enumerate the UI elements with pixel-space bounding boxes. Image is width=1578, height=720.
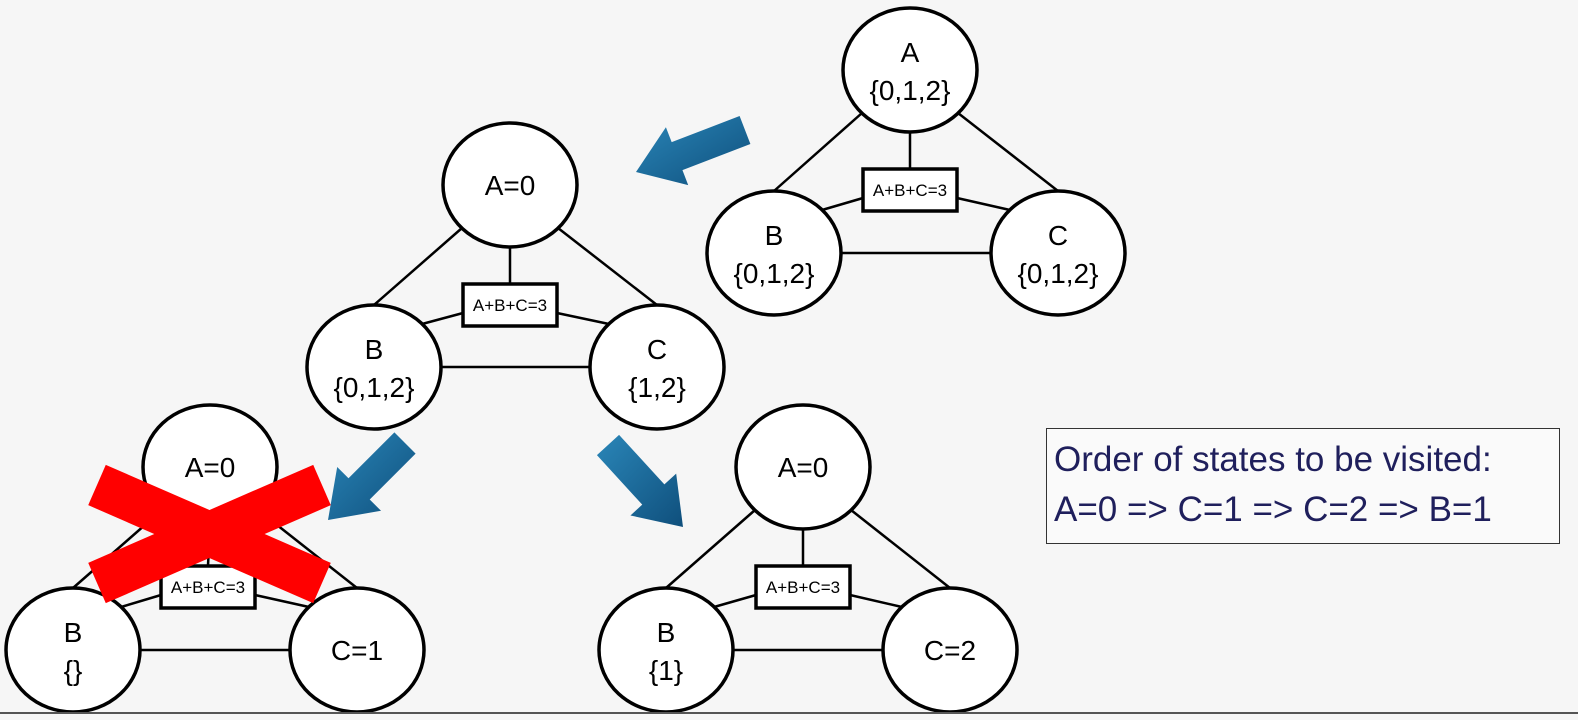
node-label: B — [657, 617, 676, 648]
edge-a-c — [850, 509, 951, 589]
node-domain: {0,1,2} — [734, 258, 815, 289]
constraint-box — [861, 167, 959, 213]
edge-c-constraint — [956, 196, 1011, 212]
node-ellipse — [305, 303, 443, 431]
edge-a-c — [557, 227, 658, 306]
node-label: B — [365, 334, 384, 365]
node-domain: {0,1,2} — [870, 75, 951, 106]
variable-node-a: A=0 — [441, 121, 579, 249]
node-ellipse — [705, 189, 843, 317]
constraint-graph-initial: A+B+C=3 A {0,1,2} B {0,1,2} C {0,1,2} — [705, 6, 1127, 317]
node-label: C=1 — [331, 635, 383, 666]
bottom-divider — [0, 712, 1578, 714]
variable-node-c: C=2 — [881, 586, 1019, 714]
visit-order-sequence: A=0 => C=1 => C=2 => B=1 — [1054, 490, 1492, 529]
edge-b-constraint — [421, 311, 464, 326]
arrow-to-a0-state — [636, 116, 751, 186]
constraint-graph-after-c1: A+B+C=3 A=0B {} C=1 — [4, 403, 426, 714]
node-label: A=0 — [485, 170, 536, 201]
constraint-label: A+B+C=3 — [171, 578, 245, 597]
node-domain: {1,2} — [628, 372, 686, 403]
node-ellipse — [734, 403, 872, 531]
variable-node-b: B {} — [4, 586, 142, 714]
constraint-label: A+B+C=3 — [766, 578, 840, 597]
variable-node-b: B {0,1,2} — [305, 303, 443, 431]
constraint-box — [159, 564, 257, 610]
node-label: C — [647, 334, 667, 365]
variable-node-b: B {1} — [597, 586, 735, 714]
visit-order-box: Order of states to be visited: A=0 => C=… — [1046, 428, 1560, 544]
node-label: B — [64, 617, 83, 648]
visit-order-heading: Order of states to be visited: — [1054, 440, 1492, 479]
variable-node-c: C=1 — [288, 586, 426, 714]
constraint-graph-after-c2: A+B+C=3 A=0B {1} C=2 — [597, 403, 1019, 714]
edge-a-b — [773, 112, 863, 192]
variable-node-a: A {0,1,2} — [841, 6, 979, 134]
variable-node-a: A=0 — [734, 403, 872, 531]
node-domain: {} — [64, 655, 83, 686]
constraint-label: A+B+C=3 — [873, 181, 947, 200]
constraint-label: A+B+C=3 — [473, 296, 547, 315]
node-ellipse — [989, 189, 1127, 317]
variable-node-c: C {1,2} — [588, 303, 726, 431]
node-label: C — [1048, 220, 1068, 251]
variable-node-b: B {0,1,2} — [705, 189, 843, 317]
edge-a-b — [373, 227, 463, 306]
node-ellipse — [841, 6, 979, 134]
node-domain: {0,1,2} — [1018, 258, 1099, 289]
edge-b-constraint — [821, 196, 864, 212]
node-label: C=2 — [924, 635, 976, 666]
node-label: A=0 — [778, 452, 829, 483]
node-domain: {0,1,2} — [334, 372, 415, 403]
node-label: B — [765, 220, 784, 251]
edge-c-constraint — [556, 311, 610, 326]
node-domain: {1} — [649, 655, 683, 686]
edge-c-constraint — [254, 593, 310, 609]
edge-b-constraint — [120, 593, 162, 609]
constraint-graph-after-a0: A+B+C=3 A=0B {0,1,2} C {1,2} — [305, 121, 726, 431]
node-label: A=0 — [185, 452, 236, 483]
arrow-to-c2-state — [596, 434, 683, 527]
edge-a-b — [665, 509, 756, 589]
edge-b-constraint — [713, 593, 757, 609]
dead-end-cross-icon — [88, 464, 331, 604]
node-label: A — [901, 37, 920, 68]
node-ellipse — [441, 121, 579, 249]
constraint-box — [754, 564, 852, 610]
edge-c-constraint — [849, 593, 903, 609]
cross-stroke — [88, 464, 331, 604]
node-ellipse — [588, 303, 726, 431]
node-ellipse — [597, 586, 735, 714]
edge-a-c — [957, 112, 1059, 192]
arrow-to-c1-state — [328, 432, 416, 520]
node-ellipse — [4, 586, 142, 714]
variable-node-c: C {0,1,2} — [989, 189, 1127, 317]
constraint-box — [461, 282, 559, 328]
